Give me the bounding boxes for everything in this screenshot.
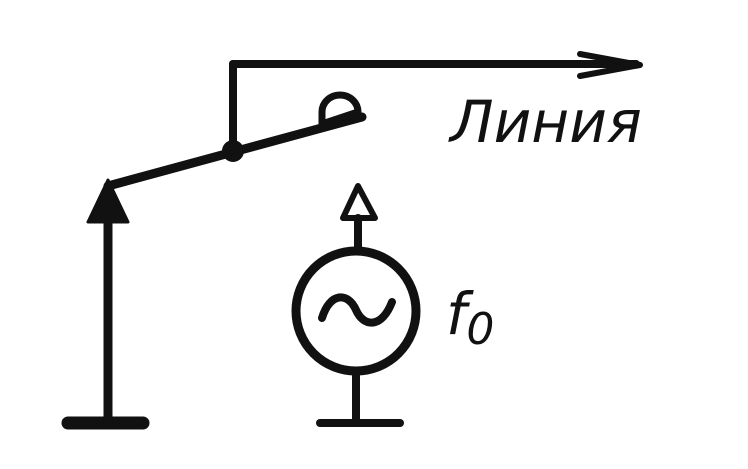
arrow-head-icon bbox=[577, 51, 643, 79]
fulcrum-triangle bbox=[86, 178, 130, 224]
sine-wave-icon bbox=[318, 293, 396, 327]
output-arrow-icon bbox=[340, 183, 378, 221]
frequency-subscript: 0 bbox=[466, 304, 494, 355]
line-label: Линия bbox=[448, 88, 642, 156]
frequency-label: f0 bbox=[446, 280, 494, 355]
contact-dome bbox=[318, 91, 362, 128]
